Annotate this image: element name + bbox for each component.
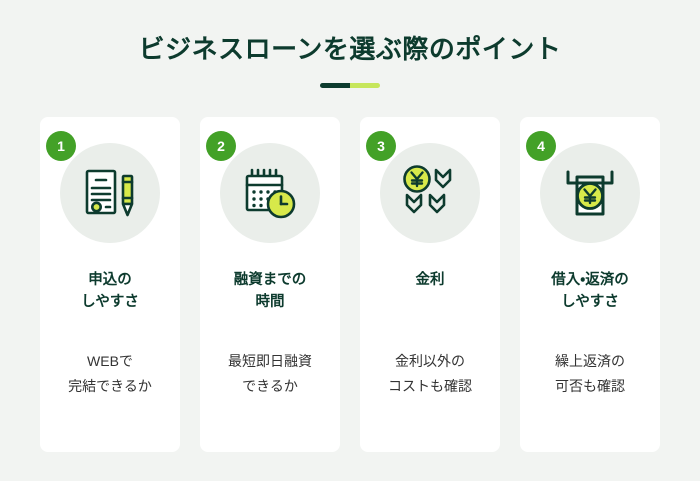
card-title: 申込の しやすさ: [81, 272, 139, 311]
section-header: ビジネスローンを選ぶ際のポイント: [0, 0, 700, 88]
card-body-text: 最短即日融資 できるか: [228, 353, 312, 394]
card-badge-number: 1: [46, 131, 76, 161]
icon-area: 2: [206, 131, 320, 243]
icon-area: 4: [526, 131, 640, 243]
card-title: 融資までの 時間: [233, 272, 307, 311]
point-card-3[interactable]: 3: [360, 117, 500, 452]
card-body-text: 金利以外の コストも確認: [388, 353, 472, 394]
card-title: 金利: [415, 272, 445, 288]
icon-backdrop-circle: [380, 143, 480, 243]
card-badge-number: 4: [526, 131, 556, 161]
calendar-clock-icon: [220, 143, 320, 243]
point-card-4[interactable]: 4: [520, 117, 660, 452]
card-badge-number: 2: [206, 131, 236, 161]
yen-arrows-icon: [380, 143, 480, 243]
document-pen-icon: [60, 143, 160, 243]
card-body-text: WEBで 完結できるか: [68, 353, 152, 394]
divider-dark-segment: [320, 82, 350, 88]
card-title: 借入・返済の しやすさ: [551, 272, 629, 311]
icon-area: 1: [46, 131, 160, 243]
point-card-list: 1: [40, 117, 660, 452]
card-body-text: 繰上返済の 可否も確認: [555, 353, 625, 394]
icon-area: 3: [366, 131, 480, 243]
title-divider: [320, 82, 380, 88]
point-card-1[interactable]: 1: [40, 117, 180, 452]
atm-yen-icon: [540, 143, 640, 243]
card-badge-number: 3: [366, 131, 396, 161]
divider-light-segment: [350, 82, 380, 88]
point-card-2[interactable]: 2: [200, 117, 340, 452]
page-title: ビジネスローンを選ぶ際のポイント: [138, 34, 562, 64]
